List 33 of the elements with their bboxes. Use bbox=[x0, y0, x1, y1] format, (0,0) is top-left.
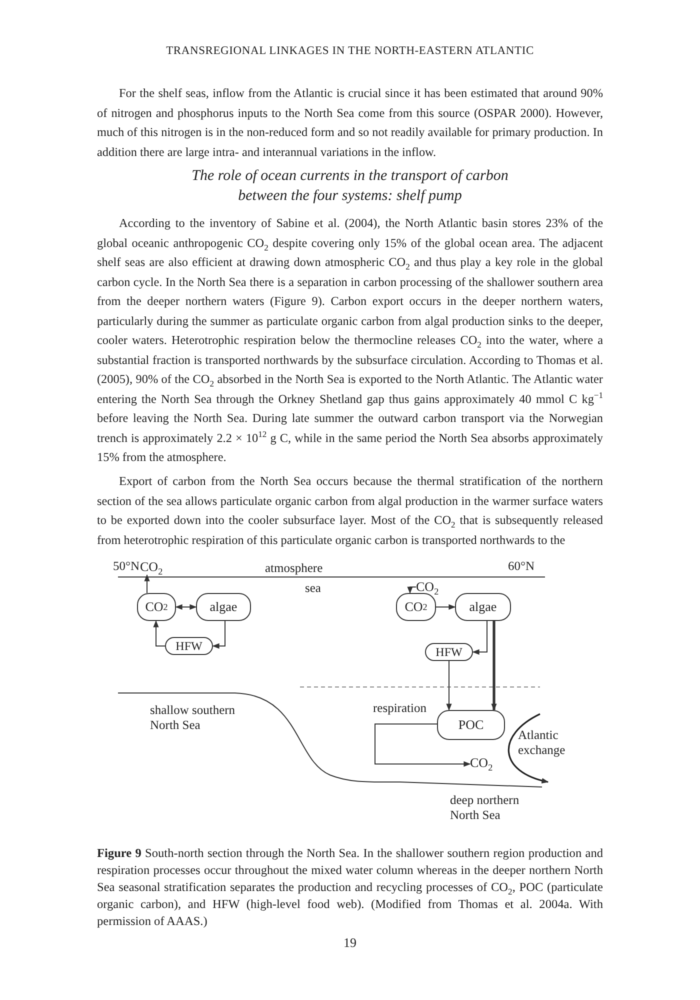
arrow bbox=[472, 620, 488, 655]
node-label: CO$_{2}$ bbox=[140, 559, 163, 575]
process-box: POC bbox=[437, 710, 505, 740]
paragraph: For the shelf seas, inflow from the Atlantic is crucial since it has been estimated that around 90% of nitrogen and phosphorus inputs to the North Sea come from this source (OSPAR 2000). However, much of this nitrogen is in the non-reduced form and so not readily available for primary production. In addition there are large intra- and interannual variations in the inflow. bbox=[97, 85, 603, 161]
paragraph: According to the inventory of Sabine et al. (2004), the North Atlantic basin stores 23% of the global oceanic anthropogenic CO$_{2}$ despite covering only 15% of the global ocean area. The adjacent shelf seas are also efficient at drawing down atmospheric CO$_{2}$ and thus play a key role in the global carbon cycle. In the North Sea there is a separation in carbon processing of the shallower southern area from the deeper northern waters (Figure 9). Carbon export occurs in the deeper northern waters, particularly during the summer as particulate organic carbon from algal production sinks to the deeper, cooler waters. Heterotrophic respiration below the thermocline releases CO$_{2}$ into the water, where a substantial fraction is transported northwards by the subsurface circulation. According to Thomas et al. (2005), 90% of the CO$_{2}$ absorbed in the North Sea is exported to the North Atlantic. The Atlantic water entering the North Sea through the Orkney Shetland gap thus gains approximately 40 mmol C kg$^{−1}$ before leaving the North Sea. During late summer the outward carbon transport via the Norwegian trench is approximately 2.2 × 10$^{12}$ g C, while in the same period the North Sea absorbs approximately 15% from the atmosphere. bbox=[97, 215, 603, 466]
zone-label: atmosphere bbox=[265, 561, 323, 576]
arrow bbox=[436, 604, 456, 610]
paragraph: Export of carbon from the North Sea occurs because the thermal stratification of the northern section of the sea allows particulate organic carbon from algal production in the warmer surface waters to be exported down into the cooler subsurface layer. Most of the CO$_{2}$ that is subsequently released from heterotrophic respiration of this particulate organic carbon is transported northwards to the bbox=[97, 473, 603, 549]
page-number: 19 bbox=[342, 935, 358, 951]
arrow bbox=[491, 621, 497, 711]
node-label: CO$_{2}$ bbox=[416, 579, 439, 595]
zone-label: sea bbox=[305, 581, 321, 596]
arrow bbox=[212, 620, 226, 649]
process-box: algae bbox=[455, 593, 511, 621]
node-label: CO$_{2}$ bbox=[470, 755, 493, 771]
figure-caption: Figure 9 South-north section through the North Sea. In the shallower southern region production and respiration processes occur throughout the mixed water column whereas in the deeper northern North Sea seasonal stratification separates the production and recycling processes of CO$_{2}$, POC (particulate organic carbon), and HFW (high-level food web). (Modified from Thomas et al. 2004a. With permission of AAAS.) bbox=[97, 845, 603, 930]
arrow bbox=[446, 660, 452, 711]
region-label: deep northern North Sea bbox=[450, 793, 520, 823]
latitude-label: 60°N bbox=[508, 559, 535, 574]
section-heading: The role of ocean currents in the transport of carbon between the four systems: shelf pump bbox=[190, 167, 510, 206]
region-label: Atlantic exchange bbox=[518, 728, 566, 758]
running-header: TRANSREGIONAL LINKAGES IN THE NORTH-EASTERN ATLANTIC bbox=[165, 45, 535, 57]
edge-label: respiration bbox=[373, 701, 426, 716]
region-label: shallow southern North Sea bbox=[150, 703, 236, 733]
arrow bbox=[153, 620, 166, 646]
arrow bbox=[374, 724, 471, 767]
process-box: algae bbox=[196, 593, 251, 621]
process-box: HFW bbox=[165, 637, 213, 655]
arrow bbox=[407, 586, 416, 594]
process-box: HFW bbox=[425, 643, 473, 661]
arrow bbox=[144, 574, 150, 594]
arrow bbox=[175, 604, 197, 610]
latitude-label: 50°N bbox=[113, 559, 140, 574]
